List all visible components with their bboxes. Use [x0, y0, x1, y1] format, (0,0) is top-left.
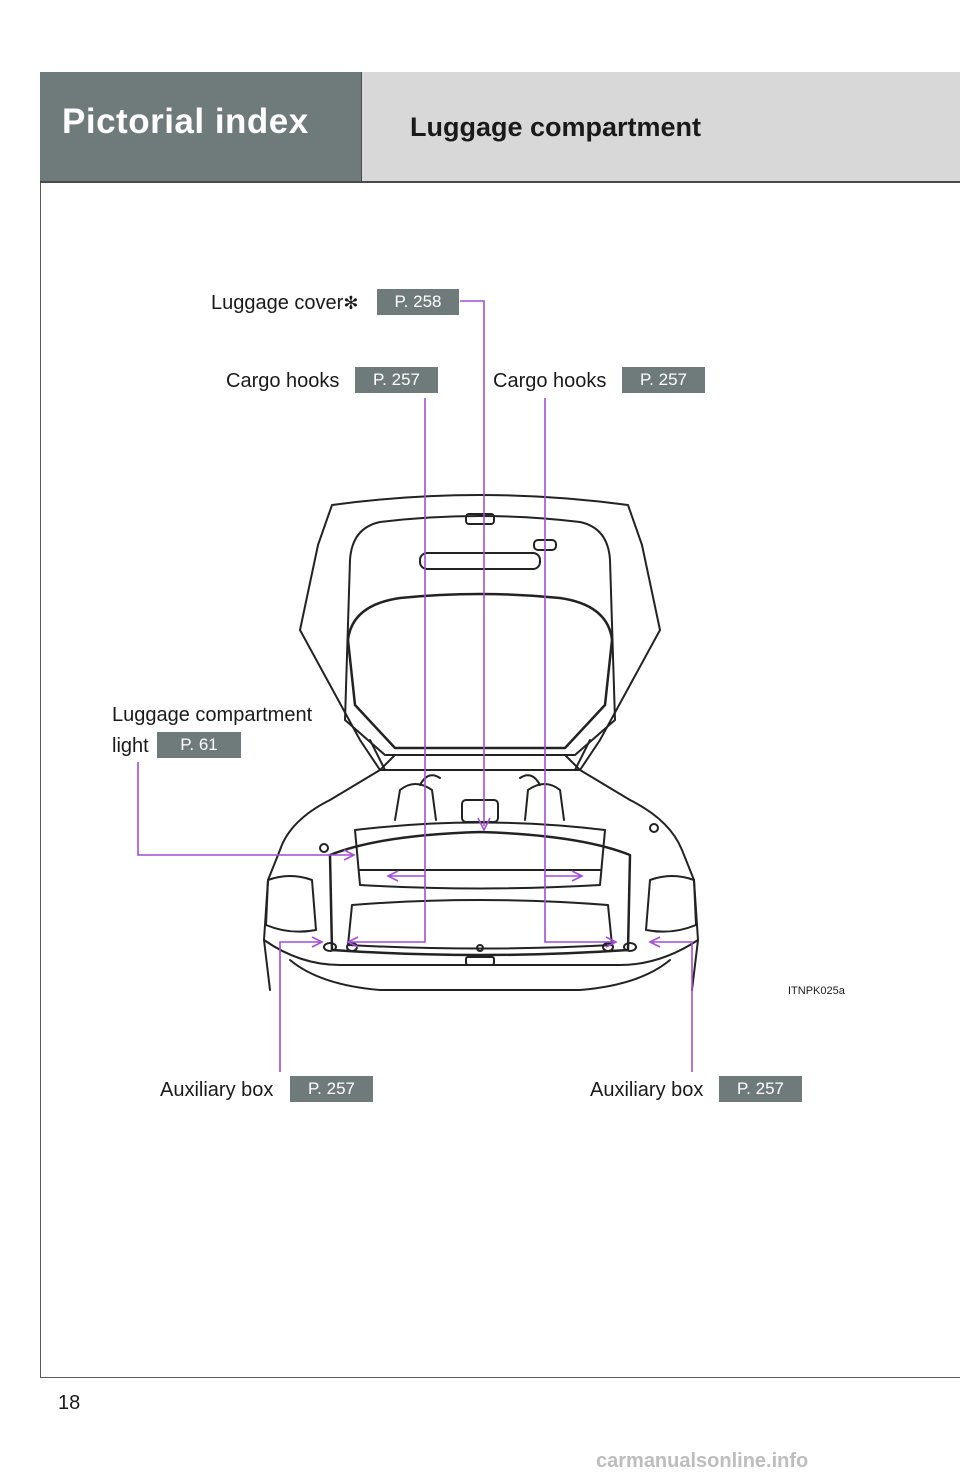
- cargo-hooks-right-page-badge[interactable]: P. 257: [622, 367, 705, 393]
- aux-box-right-page-badge[interactable]: P. 257: [719, 1076, 802, 1102]
- compartment-light-label-line2: light: [112, 735, 149, 757]
- compartment-light-label-line1: Luggage compartment: [112, 704, 313, 726]
- watermark: carmanualsonline.info: [596, 1450, 809, 1472]
- figure-id: ITNPK025a: [788, 985, 845, 997]
- leader-lines: [137, 300, 693, 1072]
- title-bar: Luggage compartment: [362, 72, 960, 182]
- aux-box-left-label: Auxiliary box: [160, 1079, 274, 1101]
- aux-box-left-page-badge[interactable]: P. 257: [290, 1076, 373, 1102]
- section-title: Pictorial index: [62, 102, 309, 141]
- cargo-hooks-left-page-badge[interactable]: P. 257: [355, 367, 438, 393]
- page-title: Luggage compartment: [410, 112, 702, 142]
- liftgate-outline: [299, 494, 661, 771]
- header-divider: [40, 181, 960, 183]
- section-tab: Pictorial index: [40, 72, 362, 182]
- cargo-hooks-left-label: Cargo hooks: [226, 370, 340, 392]
- page-number: 18: [58, 1392, 81, 1414]
- aux-box-right-label: Auxiliary box: [590, 1079, 704, 1101]
- cargo-hooks-right-label: Cargo hooks: [493, 370, 607, 392]
- compartment-light-page-badge[interactable]: P. 61: [157, 732, 241, 758]
- luggage-cover-page-badge[interactable]: P. 258: [377, 289, 459, 315]
- luggage-cover-label: Luggage cover✻: [211, 292, 359, 314]
